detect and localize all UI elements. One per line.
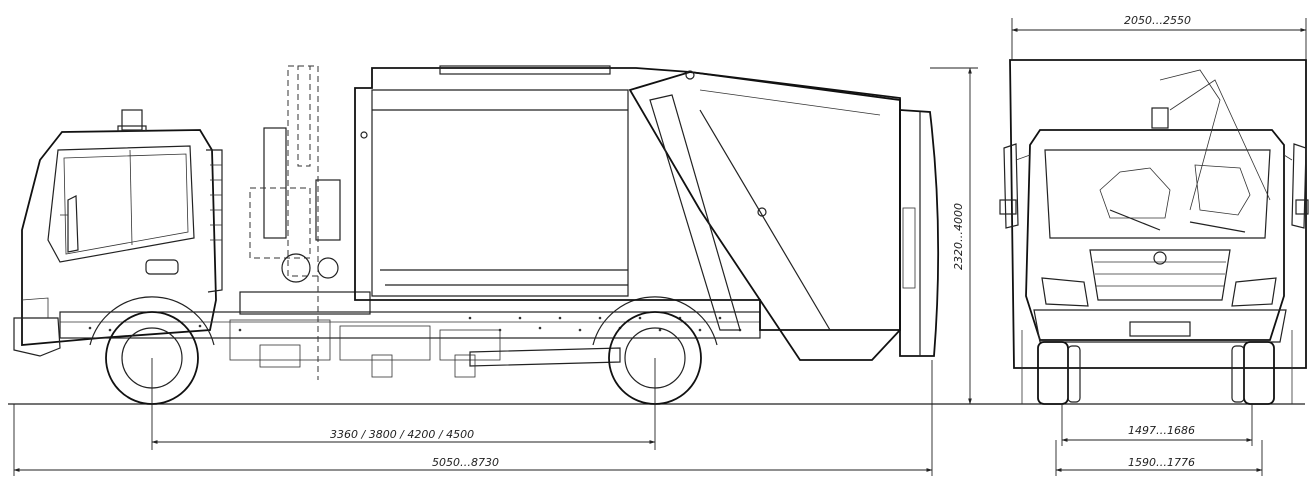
front-dimensions: 2050…2550 1497…1686 1590…1776 [1011, 14, 1307, 476]
side-dimensions: 2320…4000 3360 / 3800 / 4200 / 4500 5050… [13, 67, 978, 476]
front-track-label: 1497…1686 [1128, 424, 1195, 437]
rear-track-label: 1590…1776 [1128, 456, 1195, 469]
front-view-wheels [1021, 330, 1293, 405]
front-cab [999, 69, 1309, 343]
body-width-label: 2050…2550 [1124, 14, 1191, 27]
cab [13, 109, 223, 357]
frame-rivets [88, 316, 742, 332]
overall-height-label: 2320…4000 [952, 203, 965, 270]
front-body-outline [1009, 59, 1307, 369]
refuse-body [354, 65, 940, 361]
overall-length-label: 5050…8730 [432, 456, 499, 469]
front-view [999, 59, 1309, 405]
wheelbase-label: 3360 / 3800 / 4200 / 4500 [330, 428, 474, 441]
loader-arm [239, 65, 371, 380]
side-view [13, 65, 940, 405]
